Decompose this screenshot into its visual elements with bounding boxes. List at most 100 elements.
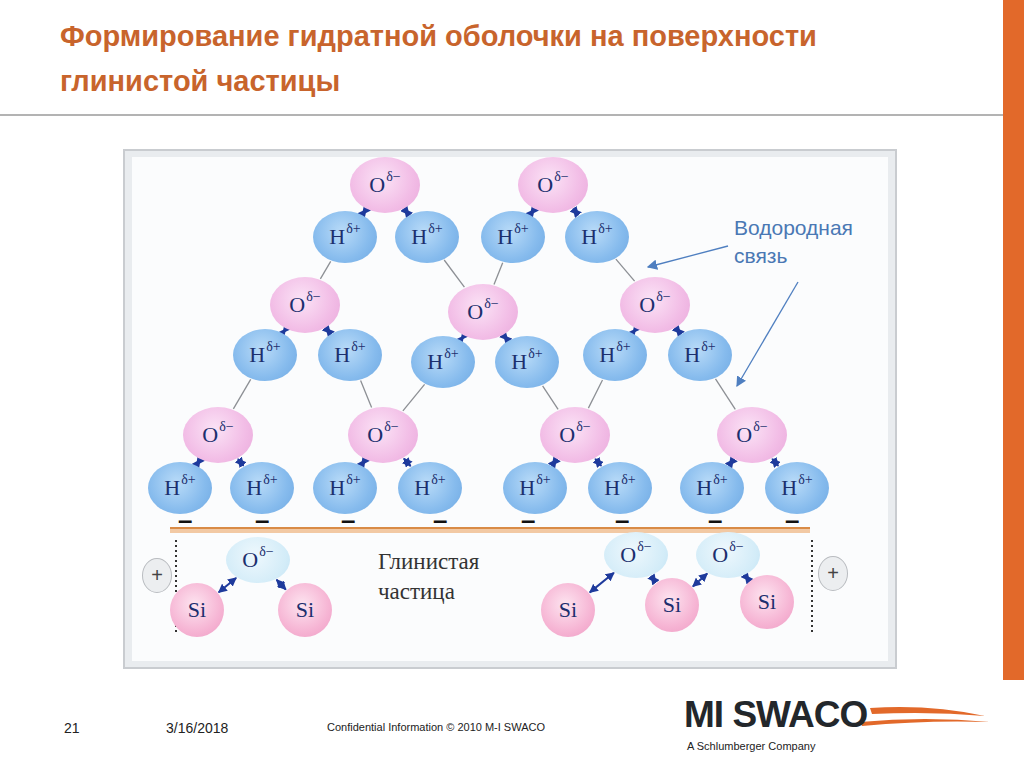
diagram-ground — [132, 157, 888, 661]
element-symbol: H — [781, 475, 797, 501]
element-symbol: H — [427, 349, 443, 375]
element-symbol: H — [684, 342, 700, 368]
covalent-bond — [197, 460, 200, 465]
oxygen-atom: Oδ− — [350, 157, 420, 213]
element-symbol: Si — [663, 592, 681, 618]
hydrogen-bond — [616, 259, 635, 281]
leader-line — [648, 246, 728, 267]
covalent-bond — [404, 459, 411, 467]
slide-title: Формирование гидратной оболочки на повер… — [60, 14, 960, 104]
hydrogen-atom: Hδ+ — [230, 462, 294, 514]
element-symbol: Si — [559, 597, 577, 623]
element-symbol: H — [249, 342, 265, 368]
hydrogen-bond — [543, 386, 559, 410]
hydrogen-atom: Hδ+ — [588, 462, 652, 514]
covalent-bond — [745, 576, 749, 581]
oxygen-atom: Oδ− — [183, 407, 253, 463]
hydrogen-bond — [444, 260, 464, 287]
company-subtitle: A Schlumberger Company — [687, 740, 815, 752]
leader-line — [737, 282, 798, 386]
covalent-bond — [219, 578, 236, 592]
covalent-bond — [729, 460, 733, 465]
partial-charge: δ+ — [444, 346, 459, 362]
hydrogen-bond — [233, 379, 250, 409]
hydrogen-atom: Hδ+ — [565, 211, 629, 263]
hydrogen-bond — [361, 381, 372, 408]
element-symbol: H — [414, 475, 430, 501]
partial-charge: δ− — [306, 289, 321, 305]
covalent-bond — [595, 459, 601, 466]
oxygen-atom: Oδ− — [348, 407, 418, 463]
hydrogen-atom: Hδ+ — [233, 329, 297, 381]
hydrogen-atom: Hδ+ — [313, 211, 377, 263]
partial-charge: δ+ — [514, 221, 529, 237]
partial-charge: δ+ — [351, 339, 366, 355]
particle-label: Глинистая частица — [378, 547, 538, 607]
diagram-frame — [124, 150, 896, 668]
element-symbol: H — [411, 224, 427, 250]
covalent-bond — [573, 209, 578, 215]
partial-charge: δ+ — [431, 472, 446, 488]
element-symbol: H — [519, 475, 535, 501]
covalent-bond — [277, 580, 286, 590]
partial-charge: δ+ — [528, 346, 543, 362]
element-symbol: O — [620, 542, 636, 568]
hydrogen-bond — [588, 380, 602, 408]
covalent-bond — [651, 576, 655, 582]
logo-swoosh — [870, 707, 985, 716]
covalent-bond — [772, 459, 778, 466]
element-symbol: H — [164, 475, 180, 501]
covalent-bond — [363, 210, 366, 214]
partial-charge: δ+ — [621, 472, 636, 488]
partial-charge: δ− — [637, 539, 652, 555]
covalent-bond — [461, 336, 463, 339]
orange-side-bar — [1003, 0, 1024, 680]
element-symbol: O — [639, 292, 655, 318]
hydrogen-atom: Hδ+ — [668, 329, 732, 381]
partial-charge: δ− — [259, 544, 274, 560]
element-symbol: + — [151, 564, 163, 587]
hydrogen-atom: Hδ+ — [313, 462, 377, 514]
element-symbol: O — [712, 542, 728, 568]
covalent-bond — [693, 574, 707, 587]
covalent-bond — [362, 460, 365, 465]
hydrogen-atom: Hδ+ — [765, 462, 829, 514]
element-symbol: O — [537, 172, 553, 198]
silicon-atom: Si — [170, 583, 224, 637]
element-symbol: Si — [758, 589, 776, 615]
hydrogen-atom: Hδ+ — [398, 462, 462, 514]
partial-charge: δ+ — [598, 221, 613, 237]
element-symbol: H — [696, 475, 712, 501]
silicon-atom: Si — [541, 583, 595, 637]
partial-charge: δ+ — [263, 472, 278, 488]
hydrogen-bond — [716, 379, 736, 410]
company-logo: MI SWACO — [684, 694, 867, 736]
hydrogen-atom: Hδ+ — [680, 462, 744, 514]
element-symbol: Si — [296, 597, 314, 623]
partial-charge: δ+ — [798, 472, 813, 488]
hydrogen-atom: Hδ+ — [318, 329, 382, 381]
element-symbol: O — [369, 172, 385, 198]
partial-charge: δ+ — [346, 221, 361, 237]
element-symbol: O — [202, 422, 218, 448]
element-symbol: + — [827, 562, 839, 585]
partial-charge: δ+ — [713, 472, 728, 488]
hydrogen-atom: Hδ+ — [395, 211, 459, 263]
partial-charge: δ− — [219, 419, 234, 435]
hydrogen-atom: Hδ+ — [583, 329, 647, 381]
oxygen-atom: Oδ− — [717, 407, 787, 463]
oxygen-atom: Oδ− — [540, 407, 610, 463]
title-rule — [0, 114, 1003, 116]
partial-charge: δ− — [554, 169, 569, 185]
element-symbol: H — [246, 475, 262, 501]
partial-charge: δ− — [484, 296, 499, 312]
particle-boundary — [811, 540, 813, 634]
partial-charge: δ− — [656, 289, 671, 305]
hydrogen-atom: Hδ+ — [503, 462, 567, 514]
partial-charge: δ− — [384, 419, 399, 435]
element-symbol: H — [329, 224, 345, 250]
silicon-atom: Si — [278, 583, 332, 637]
hydrogen-atom: Hδ+ — [481, 211, 545, 263]
partial-charge: δ− — [576, 419, 591, 435]
